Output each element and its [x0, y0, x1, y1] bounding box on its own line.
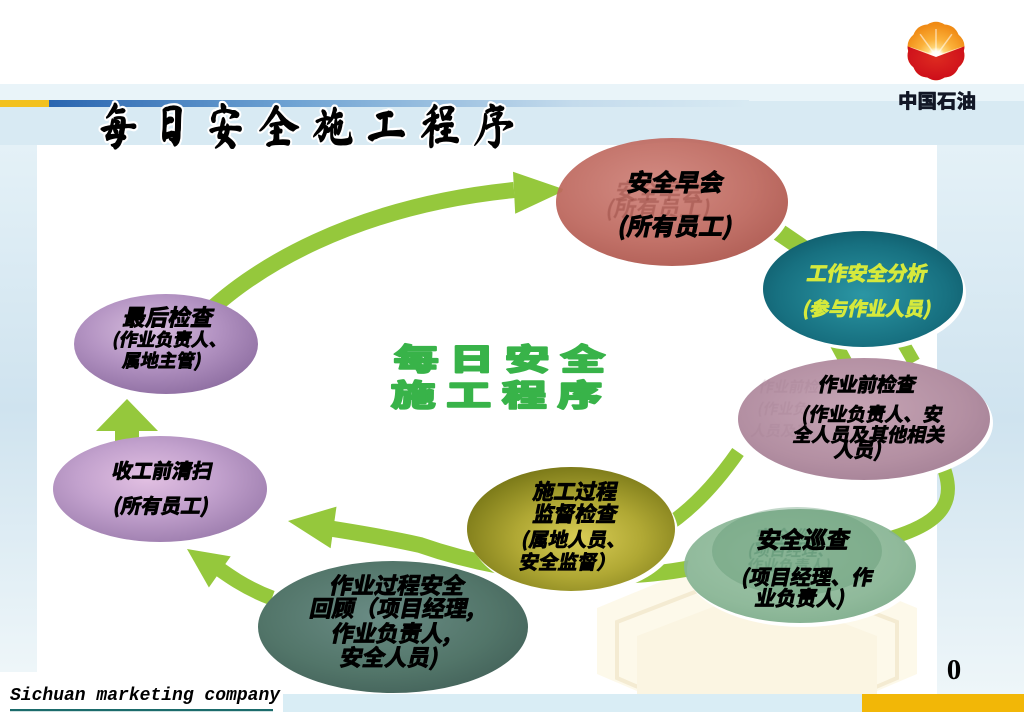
svg-text:Sichuan marketing company: Sichuan marketing company — [10, 686, 281, 706]
svg-text:0: 0 — [947, 654, 962, 686]
